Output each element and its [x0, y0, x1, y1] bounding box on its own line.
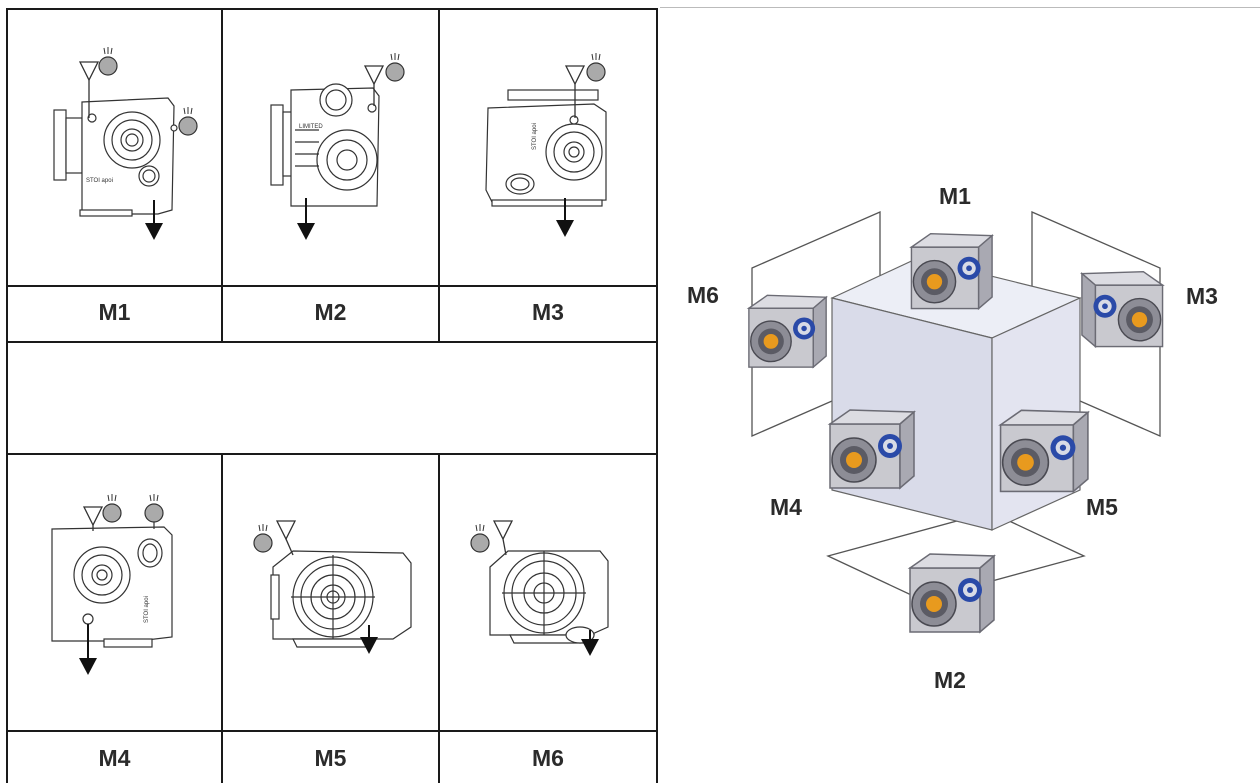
svg-text:STOI apoi: STOI apoi — [144, 596, 150, 623]
gearbox-m2 — [909, 553, 995, 633]
cube-illustration — [748, 211, 1164, 633]
grid-label-m1: M1 — [98, 299, 131, 325]
grid-line-v1-bottom — [221, 453, 223, 783]
cube-label-m5: M5 — [1086, 494, 1118, 520]
m1-drawing: STOI apoi — [53, 47, 198, 240]
cube-label-m2: M2 — [934, 667, 966, 693]
grid-line-left — [6, 8, 8, 783]
m3-drawing: STOI apoi — [485, 53, 607, 237]
m2-drawing: LIMITED — [270, 53, 405, 240]
grid-line-right — [656, 8, 658, 783]
cube-diagram: M1 M6 M3 M4 M5 M2 — [660, 0, 1260, 783]
grid-line-h1 — [6, 285, 658, 287]
svg-text:LIMITED: LIMITED — [299, 124, 323, 130]
grid-line-v2-bottom — [438, 453, 440, 783]
gearbox-m5 — [999, 409, 1089, 493]
gearbox-m1 — [910, 232, 993, 310]
grid-label-m3: M3 — [532, 299, 564, 325]
grid-label-m5: M5 — [314, 745, 347, 771]
cube-label-m4: M4 — [770, 494, 802, 520]
svg-text:STOI apoi: STOI apoi — [86, 178, 113, 184]
grid-line-top — [6, 8, 658, 10]
grid-label-m6: M6 — [532, 745, 564, 771]
gearbox-m4 — [829, 409, 915, 489]
mounting-position-grid: STOI apoi LIMITED — [6, 8, 658, 783]
gearbox-m6 — [748, 294, 827, 368]
m4-drawing: STOI apoi — [51, 494, 173, 675]
cube-label-m1: M1 — [939, 183, 971, 209]
grid-line-h4 — [6, 730, 658, 732]
m6-drawing — [470, 520, 609, 656]
grid-label-m2: M2 — [314, 299, 347, 325]
grid-line-v2-top — [438, 8, 440, 343]
gearbox-m3 — [1081, 270, 1164, 348]
grid-label-m4: M4 — [98, 745, 131, 771]
cube-label-m3: M3 — [1186, 283, 1218, 309]
grid-line-h3 — [6, 453, 658, 455]
grid-line-v1-top — [221, 8, 223, 343]
top-border-line — [660, 7, 1260, 8]
grid-line-h2 — [6, 341, 658, 343]
cube-label-m6: M6 — [687, 282, 719, 308]
m5-drawing — [253, 520, 412, 654]
svg-text:STOI apoi: STOI apoi — [532, 123, 538, 150]
